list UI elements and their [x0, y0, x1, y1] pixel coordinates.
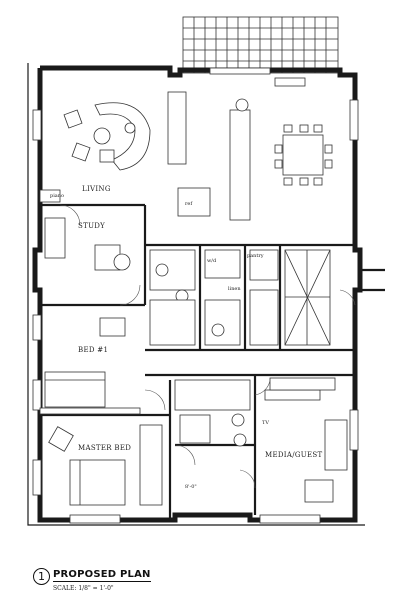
label-linen: linen	[228, 286, 241, 292]
label-tv: TV	[262, 420, 269, 426]
room-label-media-guest: MEDIA/GUEST	[265, 451, 322, 459]
terrace	[182, 16, 339, 74]
title-block: 1 PROPOSED PLAN SCALE: 1/8" = 1'-0"	[33, 568, 233, 598]
plan-title: PROPOSED PLAN	[53, 569, 151, 582]
kitchen-bath-fixtures	[149, 249, 336, 447]
plan-number: 1	[33, 568, 50, 585]
label-piano: piano	[50, 193, 64, 199]
plan-scale: SCALE: 1/8" = 1'-0"	[53, 585, 114, 592]
label-wd: w/d	[207, 258, 217, 264]
room-label-master-bed: MASTER BED	[78, 444, 131, 452]
label-ref: ref	[185, 201, 193, 207]
media-furniture	[264, 389, 348, 503]
room-label-living: LIVING	[82, 185, 111, 193]
label-pantry: pantry	[247, 253, 264, 259]
windows	[32, 67, 359, 524]
room-label-bed1: BED #1	[78, 346, 108, 354]
bed1-furniture	[39, 317, 141, 415]
room-label-study: STUDY	[78, 222, 105, 230]
interior-walls	[40, 203, 355, 520]
study-furniture	[44, 217, 131, 271]
door-swings	[59, 204, 356, 489]
exterior-walls	[27, 63, 385, 526]
label-dimension: 8'-0"	[185, 484, 197, 490]
master-furniture	[48, 424, 163, 506]
living-furniture	[39, 77, 333, 221]
